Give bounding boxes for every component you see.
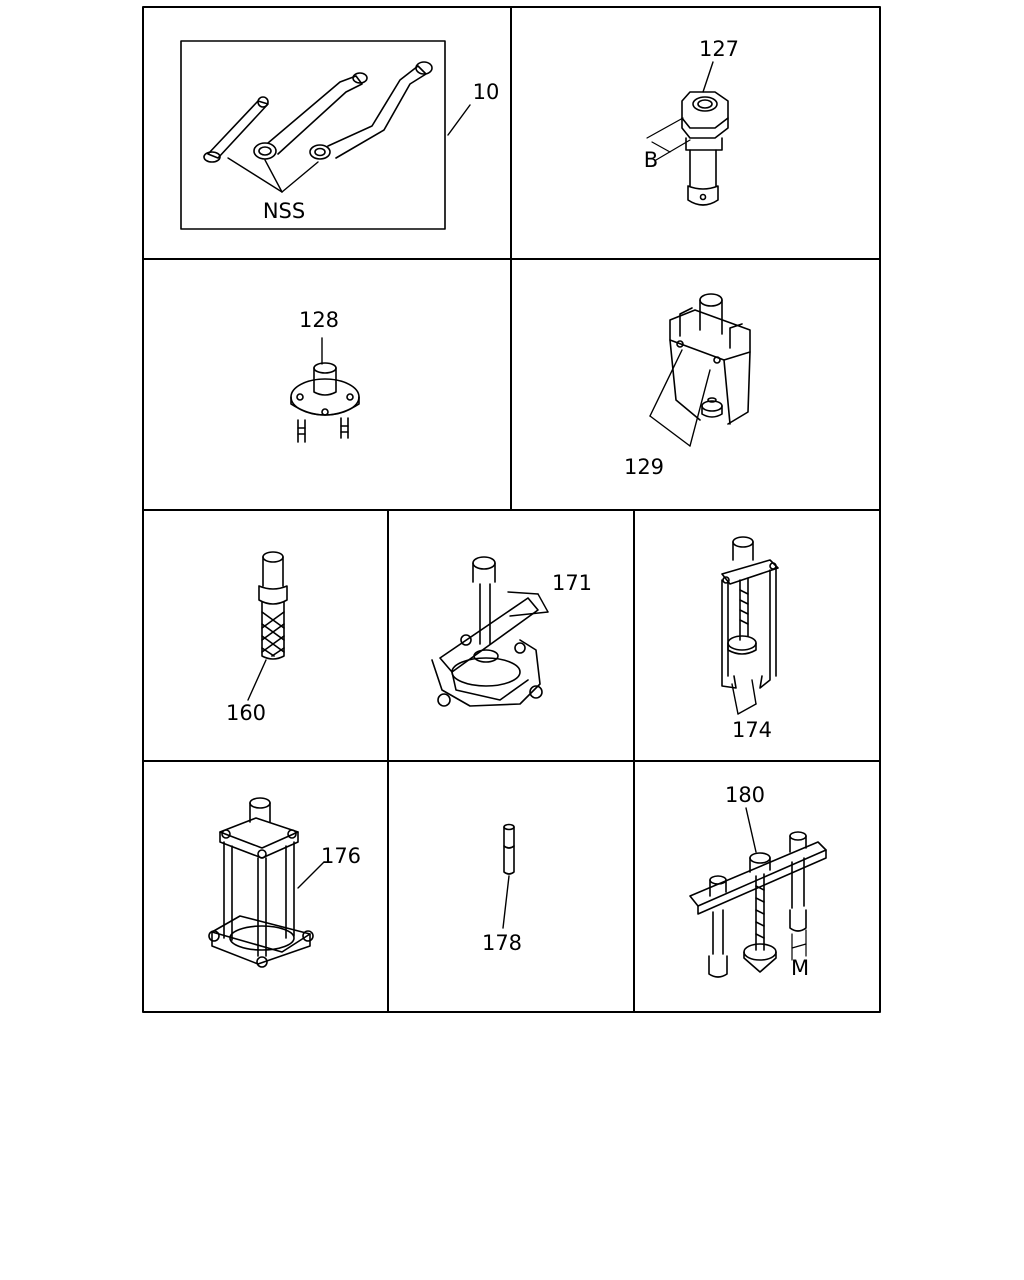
callout-171: 171: [552, 571, 592, 595]
cell-cage-puller: 176: [208, 797, 361, 968]
leader-lines-171: [507, 591, 549, 617]
cell-remover-pin: 160: [226, 551, 288, 725]
leader-lines-174: [731, 679, 757, 715]
leader-line-127: [702, 61, 714, 93]
callout-129: 129: [624, 455, 664, 479]
cell-block-puller: 129: [624, 293, 751, 479]
leader-line-176: [297, 861, 325, 889]
two-jaw-puller-icon: [721, 536, 779, 689]
knurled-remover-icon: [258, 551, 288, 660]
dimension-b: [646, 117, 691, 161]
dimension-label-m: M: [791, 956, 809, 980]
cell-two-jaw-puller: 174: [721, 536, 779, 742]
dimension-m: [791, 929, 807, 961]
callout-178: 178: [482, 931, 522, 955]
leader-lines-129: [649, 349, 711, 447]
bearing-separator-icon: [431, 556, 543, 707]
callout-174: 174: [732, 718, 772, 742]
dimension-label-b: B: [644, 148, 658, 172]
block-puller-icon: [669, 293, 751, 425]
cell-wrench-set: NSS 10: [180, 40, 500, 230]
cage-puller-icon: [208, 797, 314, 968]
callout-127: 127: [699, 37, 739, 61]
cell-socket-tool: 127 B: [644, 37, 739, 206]
cell-flange-puller: 128: [290, 308, 360, 443]
cell-drift-pin: 178: [482, 823, 522, 955]
callout-160: 160: [226, 701, 266, 725]
nss-note: NSS: [263, 199, 305, 223]
callout-180: 180: [725, 783, 765, 807]
hex-socket-adapter-icon: [681, 91, 729, 206]
leader-line-180: [745, 807, 757, 853]
nss-leader-lines: [227, 157, 319, 193]
callout-176: 176: [321, 844, 361, 868]
leader-line-160: [247, 659, 267, 701]
cell-bearing-separator: 171: [431, 556, 592, 707]
grid-frame: [142, 6, 881, 1013]
bar-puller-icon: [689, 831, 827, 978]
callout-128: 128: [299, 308, 339, 332]
ring-wrench-set-icon: [203, 61, 433, 163]
flange-puller-icon: [290, 362, 360, 443]
leader-line-178: [502, 875, 510, 929]
drift-pin-icon: [503, 823, 515, 875]
callout-10: 10: [473, 80, 500, 104]
leader-line-10: [447, 104, 471, 136]
cell-bar-puller: 180 M: [689, 783, 827, 980]
